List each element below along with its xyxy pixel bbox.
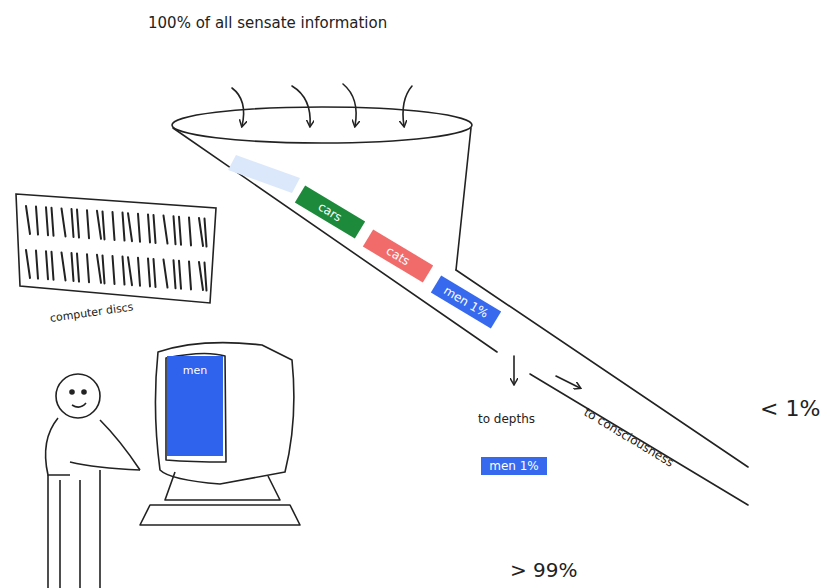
discs-label: computer discs: [49, 300, 134, 325]
cars-band: cars: [295, 185, 365, 238]
consciousness-label: to consciousness: [581, 405, 676, 470]
percent-conscious: < 1%: [760, 396, 820, 421]
node-text: men 1%: [489, 459, 539, 473]
title-text: 100% of all sensate information: [148, 14, 387, 32]
screen-men: men: [167, 356, 223, 456]
depths-label: to depths: [478, 412, 535, 426]
node-text: men: [183, 364, 207, 377]
node-text: cats: [384, 244, 413, 269]
men-band: men 1%: [431, 275, 501, 328]
cats-band: cats: [363, 229, 433, 282]
percent-depths: > 99%: [510, 558, 578, 582]
node-text: cars: [316, 200, 345, 225]
men-depths-box: men 1%: [481, 457, 547, 475]
